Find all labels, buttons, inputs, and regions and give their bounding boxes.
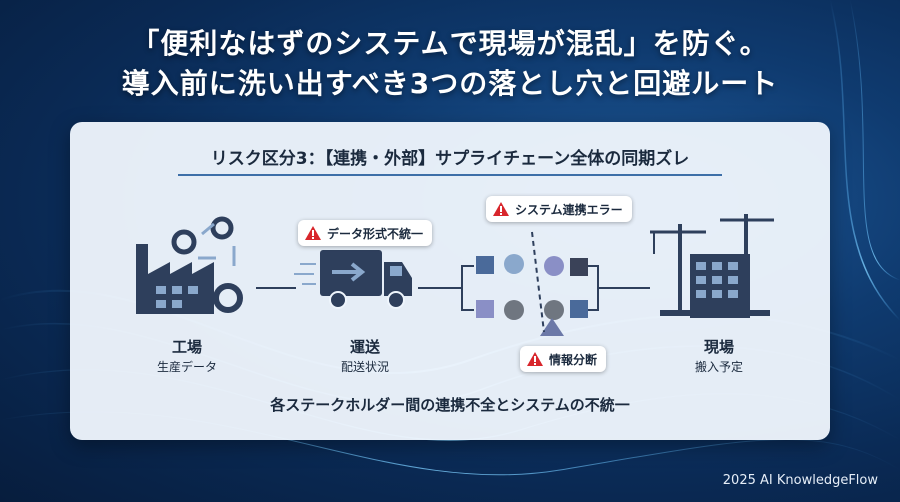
page-title-line-2: 導入前に洗い出すべき3つの落とし穴と回避ルート bbox=[121, 67, 779, 100]
warning-icon bbox=[493, 202, 509, 216]
warning-badge-info-split: 情報分断 bbox=[520, 346, 607, 372]
node-site-label: 現場 bbox=[703, 338, 734, 356]
system-nodes-icon bbox=[476, 231, 588, 336]
warning-icon bbox=[527, 352, 543, 366]
heading-underline bbox=[178, 174, 722, 176]
node-factory-label: 工場 bbox=[171, 338, 202, 356]
truck-icon bbox=[294, 250, 412, 309]
summary-text: 各ステークホルダー間の連携不全とシステムの不統一 bbox=[270, 396, 630, 414]
page-title-line-1: 「便利なはずのシステムで現場が混乱」を防ぐ。 bbox=[131, 27, 769, 60]
flow-diagram bbox=[136, 214, 774, 336]
warning-icon bbox=[305, 226, 321, 240]
credit-text: 2025 AI KnowledgeFlow bbox=[722, 473, 878, 488]
warning-label: データ形式不統一 bbox=[327, 226, 424, 241]
factory-icon bbox=[136, 216, 243, 314]
construction-site-icon bbox=[650, 214, 774, 318]
warning-label: 情報分断 bbox=[549, 352, 598, 367]
node-site-sub: 搬入予定 bbox=[694, 360, 743, 374]
node-transport-sub: 配送状況 bbox=[340, 360, 389, 374]
node-transport-label: 運送 bbox=[349, 338, 380, 356]
warning-label: システム連携エラー bbox=[515, 202, 623, 217]
connector-lines bbox=[256, 265, 650, 311]
warning-badge-data-format: データ形式不統一 bbox=[298, 220, 433, 246]
risk-heading: リスク区分3：【連携・外部】サプライチェーン全体の同期ズレ bbox=[210, 149, 690, 169]
risk-panel: リスク区分3：【連携・外部】サプライチェーン全体の同期ズレ bbox=[70, 122, 830, 440]
warning-badge-system-link: システム連携エラー bbox=[486, 196, 632, 222]
node-factory-sub: 生産データ bbox=[156, 360, 217, 374]
